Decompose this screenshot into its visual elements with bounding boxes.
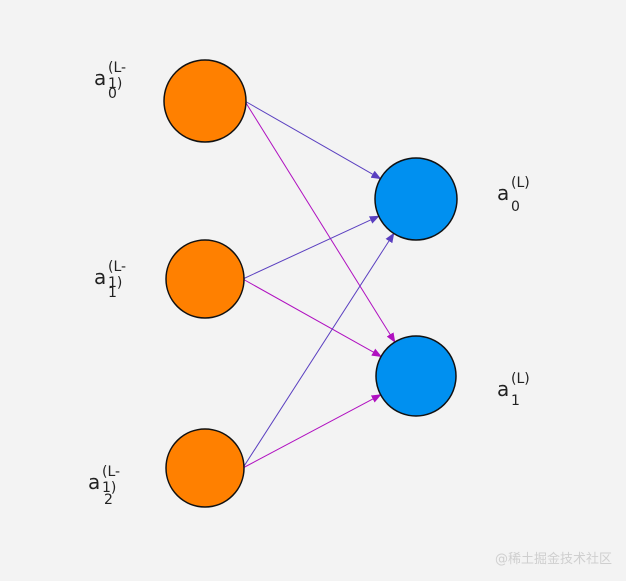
edge-1-to-1	[242, 278, 382, 357]
label-input-2-sup: (L-1)	[102, 464, 121, 496]
label-input-1-sup: (L-1)	[108, 259, 127, 291]
edge-2-to-1	[242, 394, 382, 469]
label-input-0-sub: 0	[108, 86, 117, 102]
label-input-2: a (L-1) 2	[88, 464, 121, 508]
output-node-0	[374, 157, 458, 241]
edge-0-to-0	[244, 100, 382, 180]
input-node-1	[165, 239, 245, 319]
watermark: @稀土掘金技术社区	[494, 552, 612, 567]
label-output-1-sup: (L)	[511, 371, 530, 387]
label-output-1-sub: 1	[511, 393, 520, 409]
edge-0-to-1	[244, 100, 396, 343]
edge-2-to-0	[242, 232, 395, 469]
edges-group	[242, 100, 396, 469]
label-input-2-sub: 2	[104, 492, 113, 508]
output-node-1	[375, 335, 457, 417]
label-output-0-sub: 0	[511, 199, 520, 215]
label-input-1: a (L-1) 1	[94, 259, 127, 301]
edge-1-to-0	[242, 215, 380, 280]
label-output-0: a (L) 0	[497, 175, 530, 215]
label-input-1-sub: 1	[108, 285, 117, 301]
label-output-0-sup: (L)	[511, 175, 530, 191]
label-input-0-sup: (L-1)	[108, 60, 127, 92]
nodes-group	[163, 59, 458, 508]
label-input-0: a (L-1) 0	[94, 60, 127, 102]
label-output-1: a (L) 1	[497, 371, 530, 409]
input-node-2	[165, 428, 245, 508]
input-node-0	[163, 59, 247, 143]
